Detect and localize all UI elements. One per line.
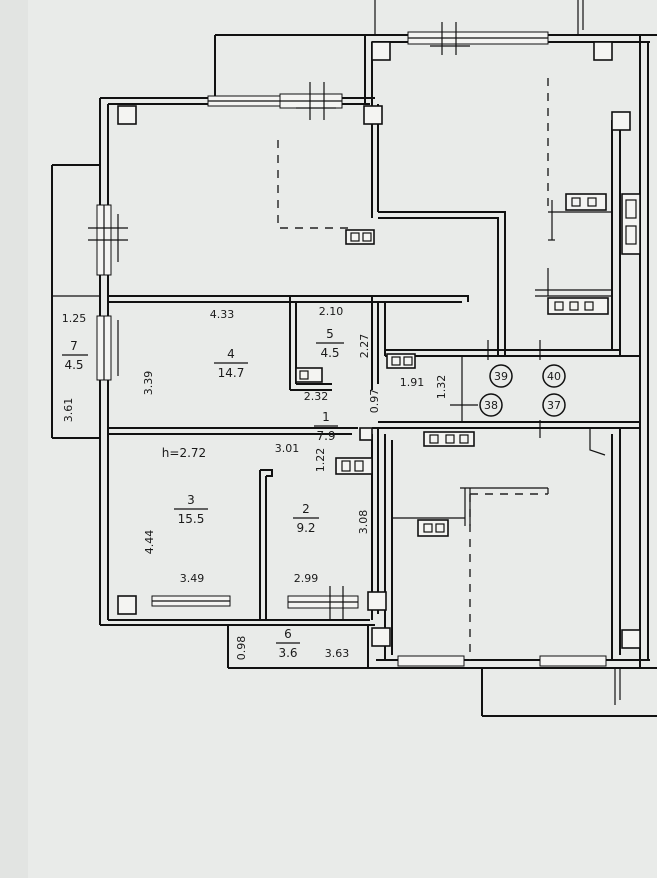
dim-1-22: 1.22 [314,448,327,473]
dim-3-39: 3.39 [142,371,155,396]
dim-0-97: 0.97 [368,389,381,414]
dimension-labels: 1.25 4.33 2.10 2.27 3.39 3.61 2.32 0.97 … [62,305,448,660]
dim-3-61: 3.61 [62,398,75,423]
dim-1-25: 1.25 [62,312,87,325]
axis-marker-38 [479,393,503,417]
axis-marker-40 [542,364,566,388]
dim-3-49: 3.49 [180,572,205,585]
outer-walls [51,0,657,717]
room-6-area: 3.6 [278,646,297,660]
room-labels: 4 14.7 5 4.5 7 4.5 1 7.9 3 15.5 2 9.2 6 … [62,327,344,660]
dim-3-01: 3.01 [275,442,300,455]
axis-marker-37 [542,393,566,417]
room-7-number: 7 [70,339,78,353]
windows [88,22,607,667]
column-square [117,105,137,125]
dim-0-98: 0.98 [235,636,248,661]
dim-2-99: 2.99 [294,572,319,585]
room-4-area: 14.7 [218,366,245,380]
dim-3-63: 3.63 [325,647,350,660]
room-3-number: 3 [187,493,195,507]
room-2-area: 9.2 [296,521,315,535]
dimension-ticks [450,340,541,438]
room-1-area: 7.9 [316,429,335,443]
axis-label-40: 40 [547,370,561,383]
dim-3-08: 3.08 [357,510,370,535]
room-2-number: 2 [302,502,310,516]
axis-marker-39 [489,364,513,388]
dim-1-91: 1.91 [400,376,425,389]
dim-2-27: 2.27 [358,334,371,359]
ceiling-height: h=2.72 [162,446,206,460]
page-edge [0,0,28,878]
axis-label-37: 37 [547,399,561,412]
columns [117,41,641,649]
dim-4-33: 4.33 [210,308,235,321]
room-4-number: 4 [227,347,235,361]
room-6-number: 6 [284,627,292,641]
axis-markers: 39 40 38 37 [479,364,566,417]
interior-walls [108,104,640,660]
room-7-area: 4.5 [64,358,83,372]
axis-label-39: 39 [494,370,508,383]
room-3-area: 15.5 [178,512,205,526]
dashed-lines [277,78,549,660]
vent-boxes [295,193,641,537]
dim-1-32: 1.32 [435,375,448,400]
room-1-number: 1 [322,410,330,424]
dim-2-10: 2.10 [319,305,344,318]
room-5-number: 5 [326,327,334,341]
dim-4-44: 4.44 [143,530,156,555]
axis-label-38: 38 [484,399,498,412]
room-5-area: 4.5 [320,346,339,360]
dim-2-32: 2.32 [304,390,329,403]
